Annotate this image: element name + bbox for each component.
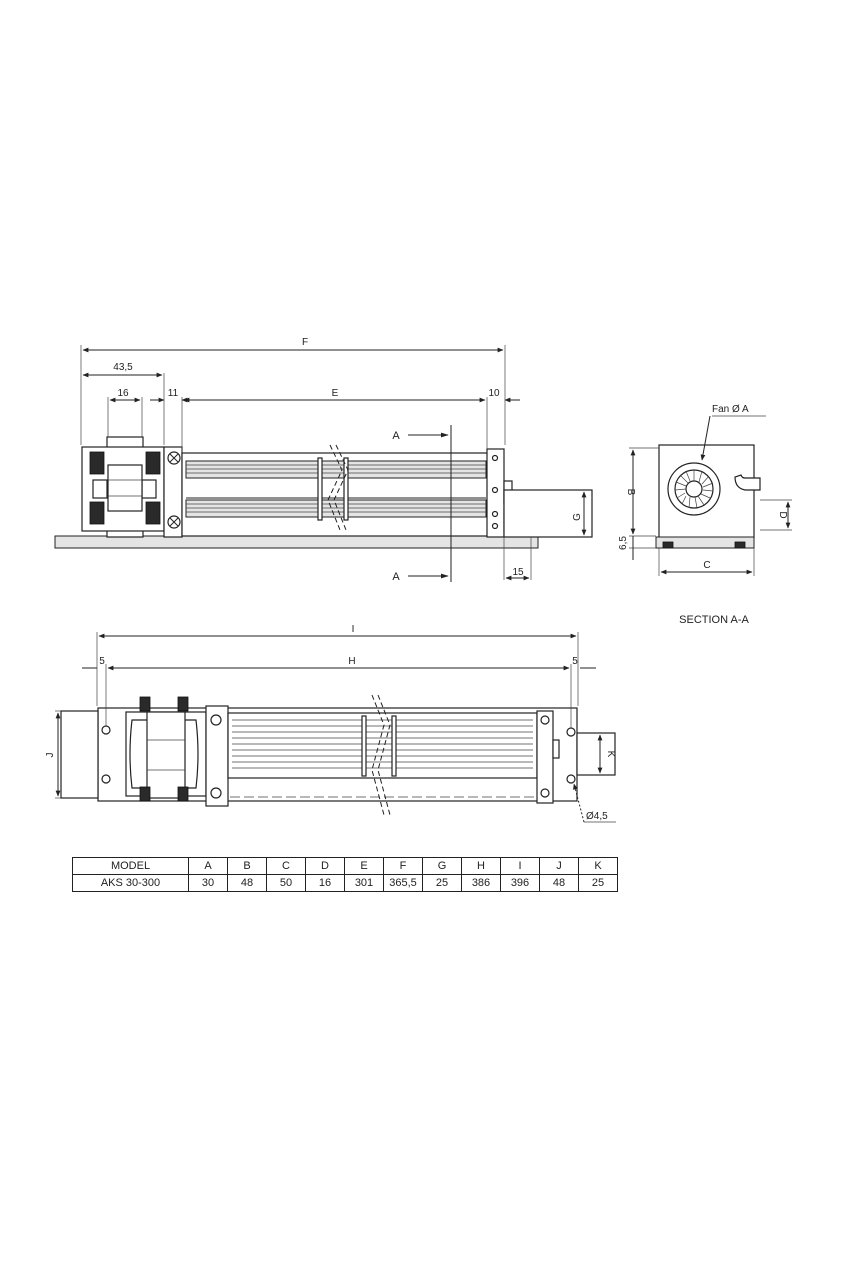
table-cell: 48 [227,874,267,892]
table-cell: 301 [344,874,384,892]
table-header-cell: E [344,857,384,875]
dim-i-label: I [352,624,355,635]
dim-15-label: 15 [512,567,524,578]
table-header-cell: F [383,857,423,875]
dim-6-5-label: 6,5 [618,536,629,550]
dim-e-label: E [332,388,339,399]
table-header-cell: G [422,857,462,875]
dim-11-label: 11 [168,388,179,399]
outlet-g [503,489,593,538]
section-title: SECTION A-A [679,614,749,626]
dim-10-label: 10 [488,388,500,399]
front-impeller [227,694,538,816]
table-header-cell: I [500,857,540,875]
dim-16-label: 16 [117,388,129,399]
table-cell: 365,5 [383,874,423,892]
table-cell: 48 [539,874,579,892]
table-cell: 25 [422,874,462,892]
table-header-cell: C [266,857,306,875]
dim-g-label: G [572,513,583,521]
table-cell: 396 [500,874,540,892]
dim-j-label: J [45,753,56,758]
front-motor [125,696,207,802]
dim-c-label: C [703,560,710,571]
table-header-cell: D [305,857,345,875]
table-cell: 25 [578,874,618,892]
section-mark-top: A [392,430,400,442]
motor [81,436,165,538]
table-cell: 50 [266,874,306,892]
base-plate [54,535,539,549]
hole-label: Ø4,5 [586,811,608,822]
table-row: AKS 30-300 30 48 50 16 301 365,5 25 386 … [72,874,618,892]
dim-b-label: B [625,489,636,496]
table-cell: 386 [461,874,501,892]
dim-5-right-label: 5 [572,656,578,667]
dim-5-left-label: 5 [99,656,105,667]
table-cell-model: AKS 30-300 [72,874,189,892]
table-header-cell: J [539,857,579,875]
left-bracket [163,446,183,538]
section-view: Fan Ø A B 6,5 D C SECTION A-A [618,404,792,626]
dim-d-label: D [777,511,788,518]
table-header-cell: H [461,857,501,875]
spec-table: MODEL A B C D E F G H I J K AKS 30-300 3… [72,857,618,892]
top-view: F 43,5 16 11 E 10 G 15 A A [54,337,593,583]
table-header-row: MODEL A B C D E F G H I J K [72,857,618,875]
table-header-cell: A [188,857,228,875]
impeller-body [181,444,489,537]
section-mark-bottom: A [392,571,400,583]
table-cell: 30 [188,874,228,892]
table-header-cell: B [227,857,267,875]
front-view: I H 5 5 J K Ø4,5 [45,624,616,823]
fan-icon [667,462,721,516]
dim-43-5-label: 43,5 [113,362,133,373]
fan-label: Fan Ø A [712,404,749,415]
dim-f-label: F [302,337,308,348]
table-cell: 16 [305,874,345,892]
table-header-cell: MODEL [72,857,189,875]
dim-h-label: H [348,656,355,667]
table-header-cell: K [578,857,618,875]
dim-k-label: K [605,751,616,758]
